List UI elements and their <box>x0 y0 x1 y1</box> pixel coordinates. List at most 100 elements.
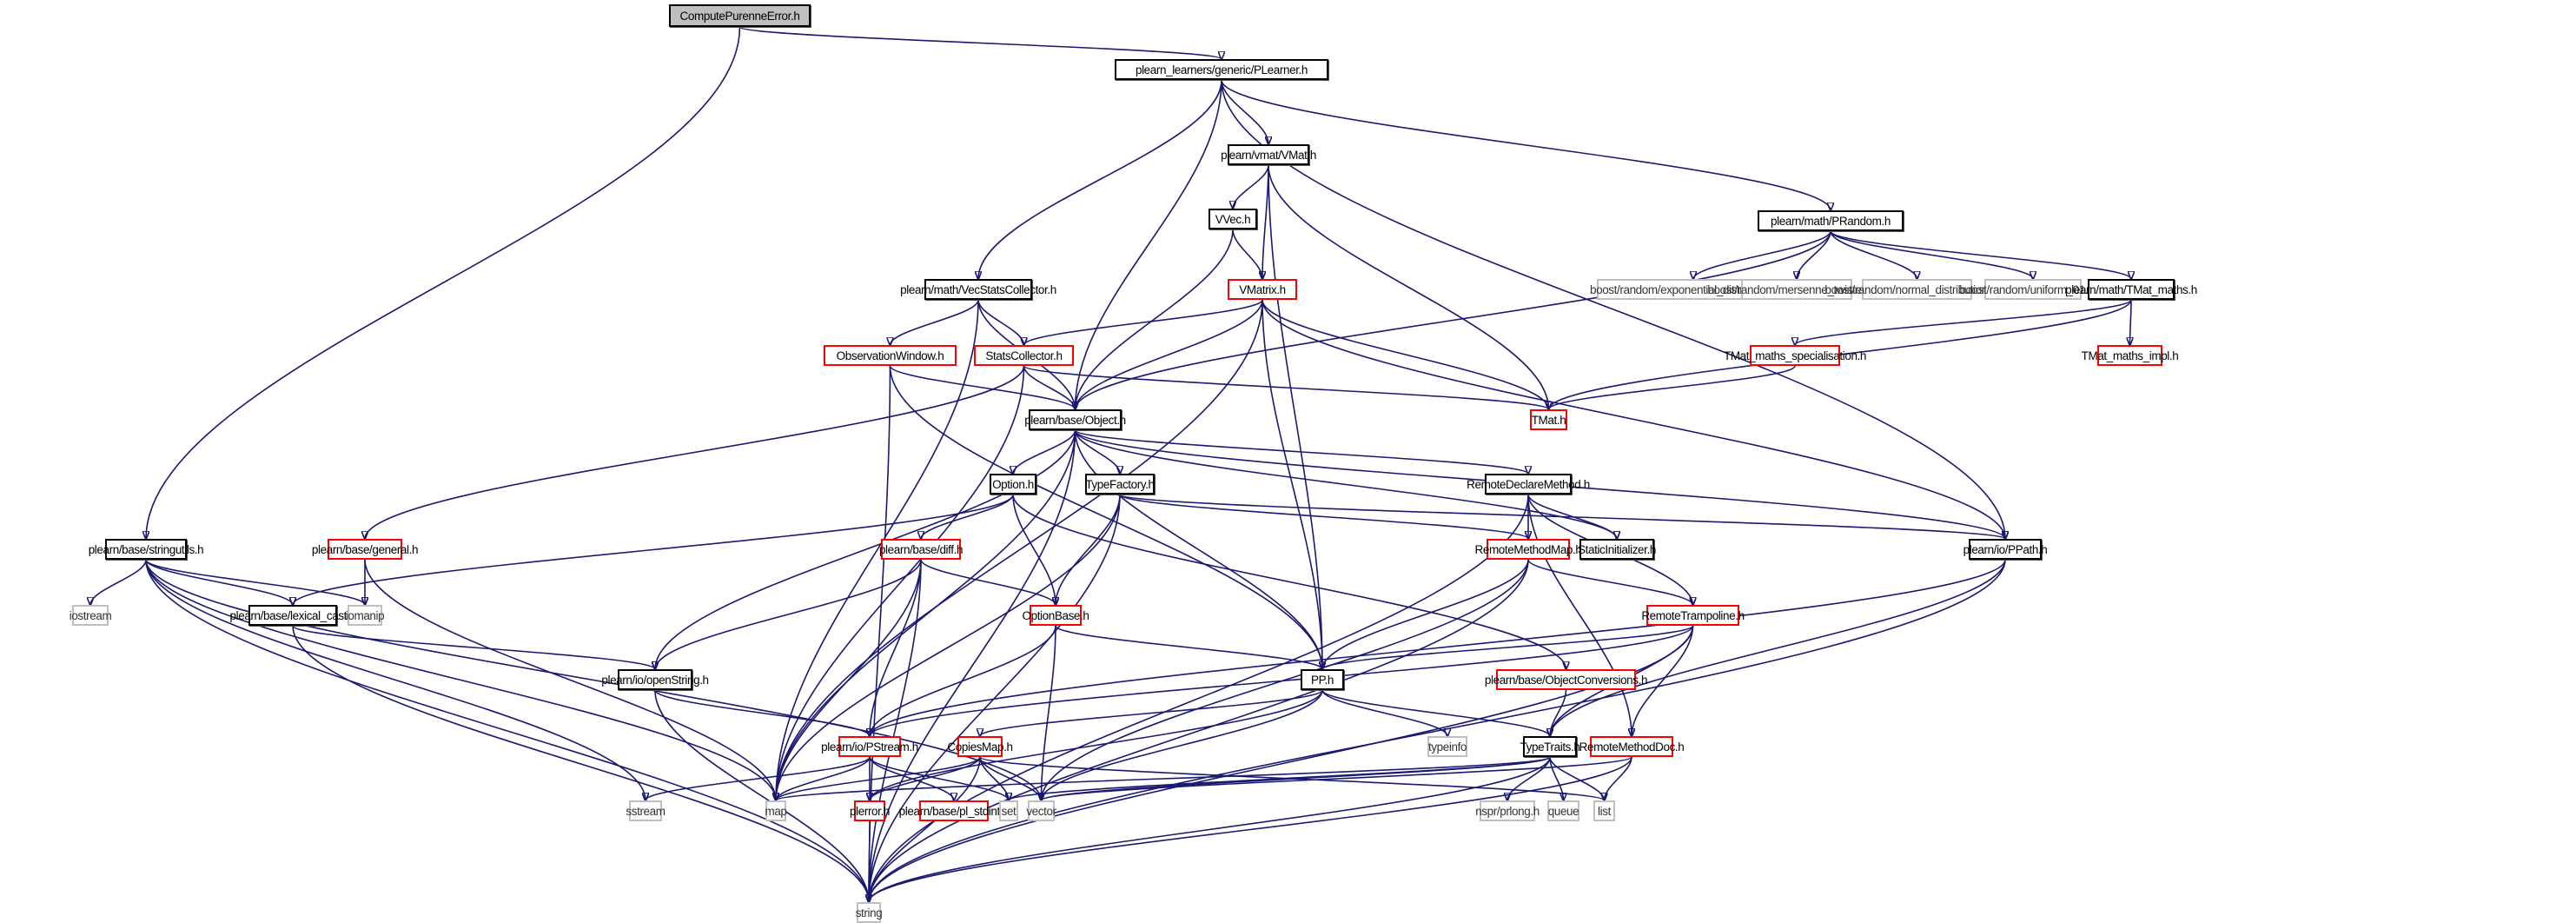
node-general[interactable]: plearn/base/general.h <box>312 539 419 560</box>
node-plerror[interactable]: plerror.h <box>850 800 890 821</box>
edge-prandom-to-normdist <box>1830 230 1917 279</box>
edge-stringutils-to-lexical <box>145 559 293 605</box>
node-optionbase[interactable]: OptionBase.h <box>1023 605 1089 626</box>
edge-diff-to-string <box>869 559 922 902</box>
node-root[interactable]: ComputePurenneError.h <box>669 4 811 27</box>
edge-diff-to-optionbase <box>920 559 1056 605</box>
node-queue[interactable]: queue <box>1547 800 1579 821</box>
edge-vmat-to-vvec <box>1233 164 1269 209</box>
node-remotedoc[interactable]: RemoteMethodDoc.h <box>1579 736 1685 757</box>
node-typetraits[interactable]: TypeTraits.h <box>1520 736 1580 757</box>
node-typefactory[interactable]: TypeFactory.h <box>1085 474 1155 495</box>
edge-copiesmap-to-map <box>776 756 981 800</box>
edge-pp-to-typeinfo <box>1321 689 1447 736</box>
edge-vmatrix-to-ppath <box>1262 299 2005 539</box>
node-tmatspec[interactable]: TMat_maths_specialisation.h <box>1724 345 1866 366</box>
edge-typetraits-to-map <box>776 756 1551 800</box>
node-openstring[interactable]: plearn/io/openString.h <box>601 669 709 690</box>
node-staticinit[interactable]: StaticInitializer.h <box>1578 539 1656 560</box>
edge-remotemap-to-string <box>869 559 1529 902</box>
node-copiesmap[interactable]: CopiesMap.h <box>947 736 1013 757</box>
node-obswin[interactable]: ObservationWindow.h <box>824 345 957 366</box>
node-normdist[interactable]: boost/random/normal_distribution.hpp <box>1824 279 2010 300</box>
node-lexical[interactable]: plearn/base/lexical_cast.h <box>230 605 356 626</box>
node-iomanip[interactable]: iomanip <box>346 605 385 626</box>
edge-typetraits-to-vector <box>1042 756 1551 800</box>
edge-pstream-to-set <box>869 756 1009 800</box>
node-remotemap[interactable]: RemoteMethodMap.h <box>1474 539 1582 560</box>
node-remotetramp[interactable]: RemoteTrampoline.h <box>1641 605 1745 626</box>
node-uniform01[interactable]: boost/random/uniform_01.hpp <box>1959 279 2107 300</box>
edge-obswin-to-pp <box>889 365 1323 669</box>
edge-object-to-openstring <box>655 429 1076 669</box>
edge-typetraits-to-set <box>1009 756 1551 800</box>
node-vecstats[interactable]: plearn/math/VecStatsCollector.h <box>900 279 1056 300</box>
node-pstream[interactable]: plearn/io/PStream.h <box>821 736 918 757</box>
node-plearner[interactable]: plearn_learners/generic/PLearner.h <box>1115 59 1328 80</box>
node-typeinfo[interactable]: typeinfo <box>1427 736 1467 757</box>
edge-obswin-to-string <box>869 365 891 902</box>
node-prandom[interactable]: plearn/math/PRandom.h <box>1758 210 1904 231</box>
node-sstream[interactable]: sstream <box>626 800 666 821</box>
edge-copiesmap-to-string <box>869 756 981 902</box>
edge-vmat-to-tmat <box>1268 164 1549 409</box>
node-stdint[interactable]: plearn/base/pl_stdint.h <box>899 800 1010 821</box>
edge-vmat-to-vmatrix <box>1262 164 1269 279</box>
edge-remotemap-to-remotetramp <box>1527 559 1693 605</box>
node-option[interactable]: Option.h <box>990 474 1036 495</box>
node-prlong[interactable]: nspr/prlong.h <box>1475 800 1540 821</box>
edge-remotedecl-to-remotedoc <box>1527 494 1632 736</box>
node-tmat[interactable]: TMat.h <box>1530 409 1567 430</box>
edge-plerror-to-string <box>869 820 870 902</box>
node-ppath[interactable]: plearn/io/PPath.h <box>1963 539 2048 560</box>
node-objconv[interactable]: plearn/base/ObjectConversions.h <box>1485 669 1648 690</box>
edge-typefactory-to-remotemap <box>1119 494 1528 539</box>
edge-diff-to-openstring <box>655 559 922 669</box>
edge-statscol-to-general <box>365 365 1025 539</box>
edge-stringutils-to-map <box>145 559 776 800</box>
node-remotedecl[interactable]: RemoteDeclareMethod.h <box>1467 474 1590 495</box>
edge-object-to-option <box>1013 429 1076 474</box>
edge-optionbase-to-pp <box>1055 625 1322 669</box>
edge-prandom-to-expdist <box>1693 230 1831 279</box>
edge-object-to-map <box>776 429 1076 800</box>
node-vmat[interactable]: plearn/vmat/VMat.h <box>1221 144 1316 165</box>
edge-objconv-to-typetraits <box>1550 689 1567 736</box>
edge-remotetramp-to-pstream <box>870 625 1694 736</box>
edge-stringutils-to-iostream <box>90 559 147 605</box>
node-mersenne[interactable]: boost/random/mersenne_twister.hpp <box>1707 279 1886 300</box>
node-list[interactable]: list <box>1593 800 1615 821</box>
edge-option-to-lexical <box>293 494 1014 605</box>
edge-pstream-to-sstream <box>646 756 871 800</box>
edge-vmatrix-to-tmat <box>1262 299 1549 409</box>
edge-stringutils-to-string <box>145 559 869 902</box>
node-map[interactable]: map <box>765 800 787 821</box>
node-stringutils[interactable]: plearn/base/stringutils.h <box>89 539 204 560</box>
edge-pstream-to-stdint <box>869 756 954 800</box>
node-tmatimpl[interactable]: TMat_maths_impl.h <box>2082 345 2179 366</box>
edge-optionbase-to-pstream <box>870 625 1056 736</box>
node-iostream[interactable]: iostream <box>70 605 112 626</box>
node-object[interactable]: plearn/base/Object.h <box>1024 409 1126 430</box>
node-pp[interactable]: PP.h <box>1301 669 1344 690</box>
edge-remotedecl-to-staticinit <box>1527 494 1617 539</box>
edge-vecstats-to-statscol <box>977 299 1024 345</box>
node-vvec[interactable]: VVec.h <box>1209 209 1257 229</box>
node-string[interactable]: string <box>856 902 883 923</box>
edge-remotedoc-to-string <box>869 756 1632 902</box>
edge-tmatmaths-to-tmatimpl <box>2130 299 2132 345</box>
edge-stringutils-to-iomanip <box>145 559 365 605</box>
edge-vmat-to-pp <box>1268 164 1322 669</box>
edge-remotemap-to-pp <box>1322 559 1529 669</box>
edge-statscol-to-tmat <box>1023 365 1549 409</box>
node-set[interactable]: set <box>999 800 1018 821</box>
node-statscol[interactable]: StatsCollector.h <box>974 345 1074 366</box>
edge-object-to-remotedecl <box>1074 429 1529 474</box>
node-tmatmaths[interactable]: plearn/math/TMat_maths.h <box>2065 279 2197 300</box>
node-vmatrix[interactable]: VMatrix.h <box>1228 279 1297 300</box>
node-vector[interactable]: vector <box>1026 800 1056 821</box>
edge-typefactory-to-ppath <box>1119 494 2005 539</box>
node-diff[interactable]: plearn/base/diff.h <box>879 539 963 560</box>
